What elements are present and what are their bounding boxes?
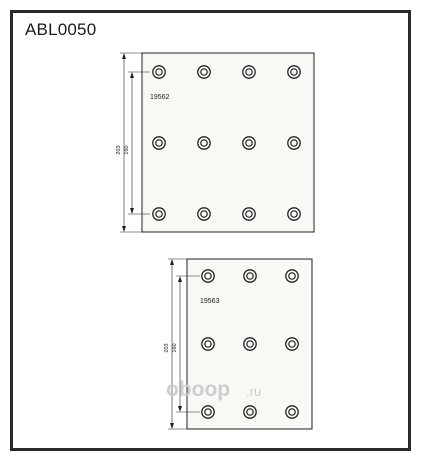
pad-reference-label: 19562 [150, 94, 170, 101]
rivet-hole [152, 65, 166, 79]
rivet-hole [152, 207, 166, 221]
rivet-hole [197, 207, 211, 221]
rivet-hole [287, 207, 301, 221]
rivet-hole [285, 269, 299, 283]
pad-outline [186, 258, 313, 430]
drawing-frame [10, 10, 411, 451]
rivet-hole [285, 405, 299, 419]
rivet-hole [287, 136, 301, 150]
dimension-outer-label: 203 [116, 145, 122, 154]
dimension-inner: 160 [172, 275, 200, 413]
rivet-hole [285, 337, 299, 351]
rivet-hole [243, 405, 257, 419]
dimension-inner: 160 [124, 71, 150, 215]
rivet-hole [201, 405, 215, 419]
rivet-hole [152, 136, 166, 150]
watermark-suffix: .ru [246, 384, 261, 399]
rivet-hole [197, 65, 211, 79]
dimension-inner-label: 160 [124, 145, 130, 154]
pad-reference-label: 19563 [200, 298, 220, 305]
rivet-hole [242, 207, 256, 221]
rivet-hole [243, 269, 257, 283]
rivet-hole [201, 337, 215, 351]
dimension-inner-label: 160 [172, 343, 178, 352]
rivet-hole [242, 65, 256, 79]
rivet-hole [197, 136, 211, 150]
pad-upper: 19562 203 160 [116, 52, 315, 233]
rivet-hole-grid [201, 269, 299, 419]
watermark-brand: oboop [166, 378, 230, 401]
dimension-outer: 203 [164, 258, 187, 430]
rivet-hole [242, 136, 256, 150]
watermark-logo: oboop .ru [166, 378, 261, 401]
rivet-hole [243, 337, 257, 351]
rivet-hole [201, 269, 215, 283]
rivet-hole-grid [152, 65, 301, 221]
dimension-outer-label: 203 [164, 343, 170, 352]
pad-lower: 19563 203 160 [164, 258, 313, 430]
rivet-hole [287, 65, 301, 79]
pad-outline [141, 52, 315, 233]
dimension-outer: 203 [116, 52, 142, 233]
part-number: ABL0050 [25, 20, 97, 39]
